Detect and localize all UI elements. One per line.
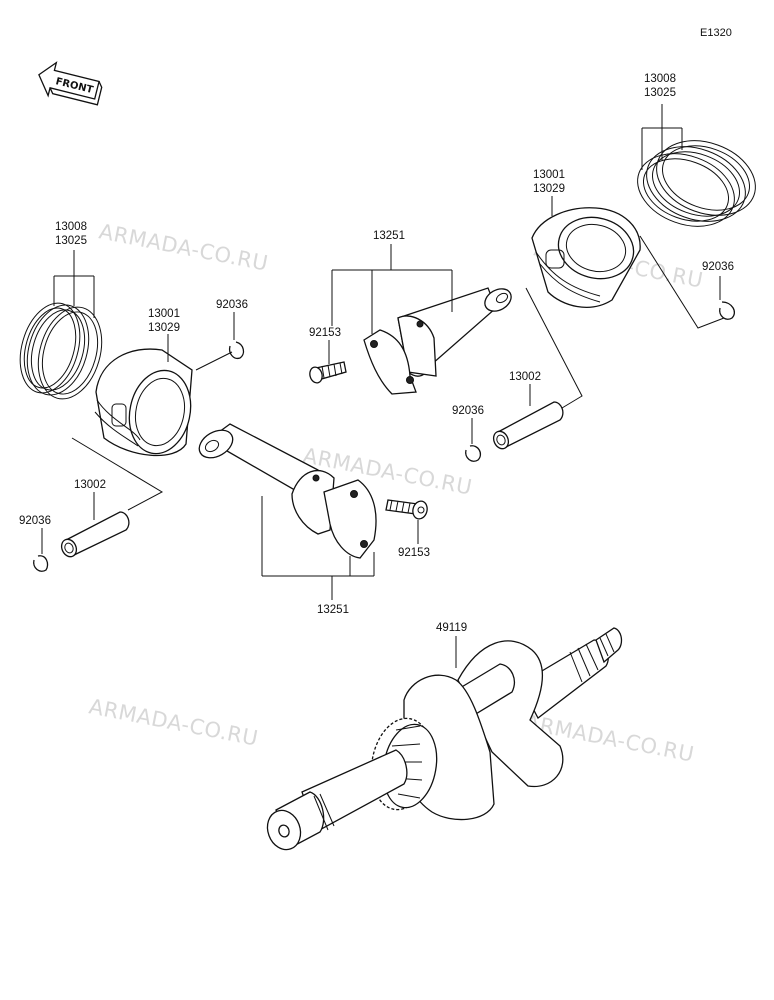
diagram-code: E1320 [700,27,732,39]
leader-conrod-bottom [261,496,375,600]
circlip-left-top [228,341,245,360]
label-ring-set-right-2: 13025 [644,87,676,99]
label-conrod-bottom: 13251 [317,604,349,616]
circlip-left-bottom [33,555,49,572]
label-piston-left-1: 13001 [148,308,180,320]
circlip-right-bottom [465,445,482,462]
label-conrod-top: 13251 [373,230,405,242]
circlip-right-top [719,301,736,320]
label-circlip-right-bottom: 92036 [452,405,484,417]
label-circlip-left-top: 92036 [216,299,248,311]
piston-ring-set-left [19,302,103,400]
leader-circlip-right-top [639,235,725,329]
front-arrow-icon: FRONT [38,61,103,106]
watermarks: ARMADA-CO.RU ARMADA-CO.RU ARMADA-CO.RU A… [87,219,705,766]
piston-pin-left [60,511,130,558]
label-piston-right-2: 13029 [533,183,565,195]
connecting-rod-bottom [198,423,377,559]
label-crankshaft: 49119 [436,622,467,634]
piston-right [531,207,641,308]
bolt-top [309,361,347,384]
label-circlip-left-bottom: 92036 [19,515,51,527]
label-bolt-top: 92153 [309,327,341,339]
label-pin-right: 13002 [509,371,541,383]
watermark-4: ARMADA-CO.RU [87,694,260,750]
piston-left [94,348,193,457]
label-bolt-bottom: 92153 [398,547,430,559]
label-piston-left-2: 13029 [148,322,180,334]
leader-pin-left [71,437,164,520]
leader-pin-right [525,287,583,409]
label-circlip-right-top: 92036 [702,261,734,273]
leader-ring-set-right [641,104,683,170]
connecting-rod-top [363,287,512,395]
watermark-1: ARMADA-CO.RU [97,219,270,275]
piston-pin-right [492,401,564,450]
piston-ring-set-right [637,140,756,227]
label-ring-set-right-1: 13008 [644,73,676,85]
label-pin-left: 13002 [74,479,106,491]
leader-conrod-top [331,244,453,334]
label-piston-right-1: 13001 [533,169,565,181]
crankshaft [266,627,623,851]
leader-circlip-left-top [195,312,235,371]
bolt-bottom [385,499,428,520]
label-ring-set-left-1: 13008 [55,221,87,233]
leader-ring-set-left [53,250,95,318]
label-ring-set-left-2: 13025 [55,235,87,247]
